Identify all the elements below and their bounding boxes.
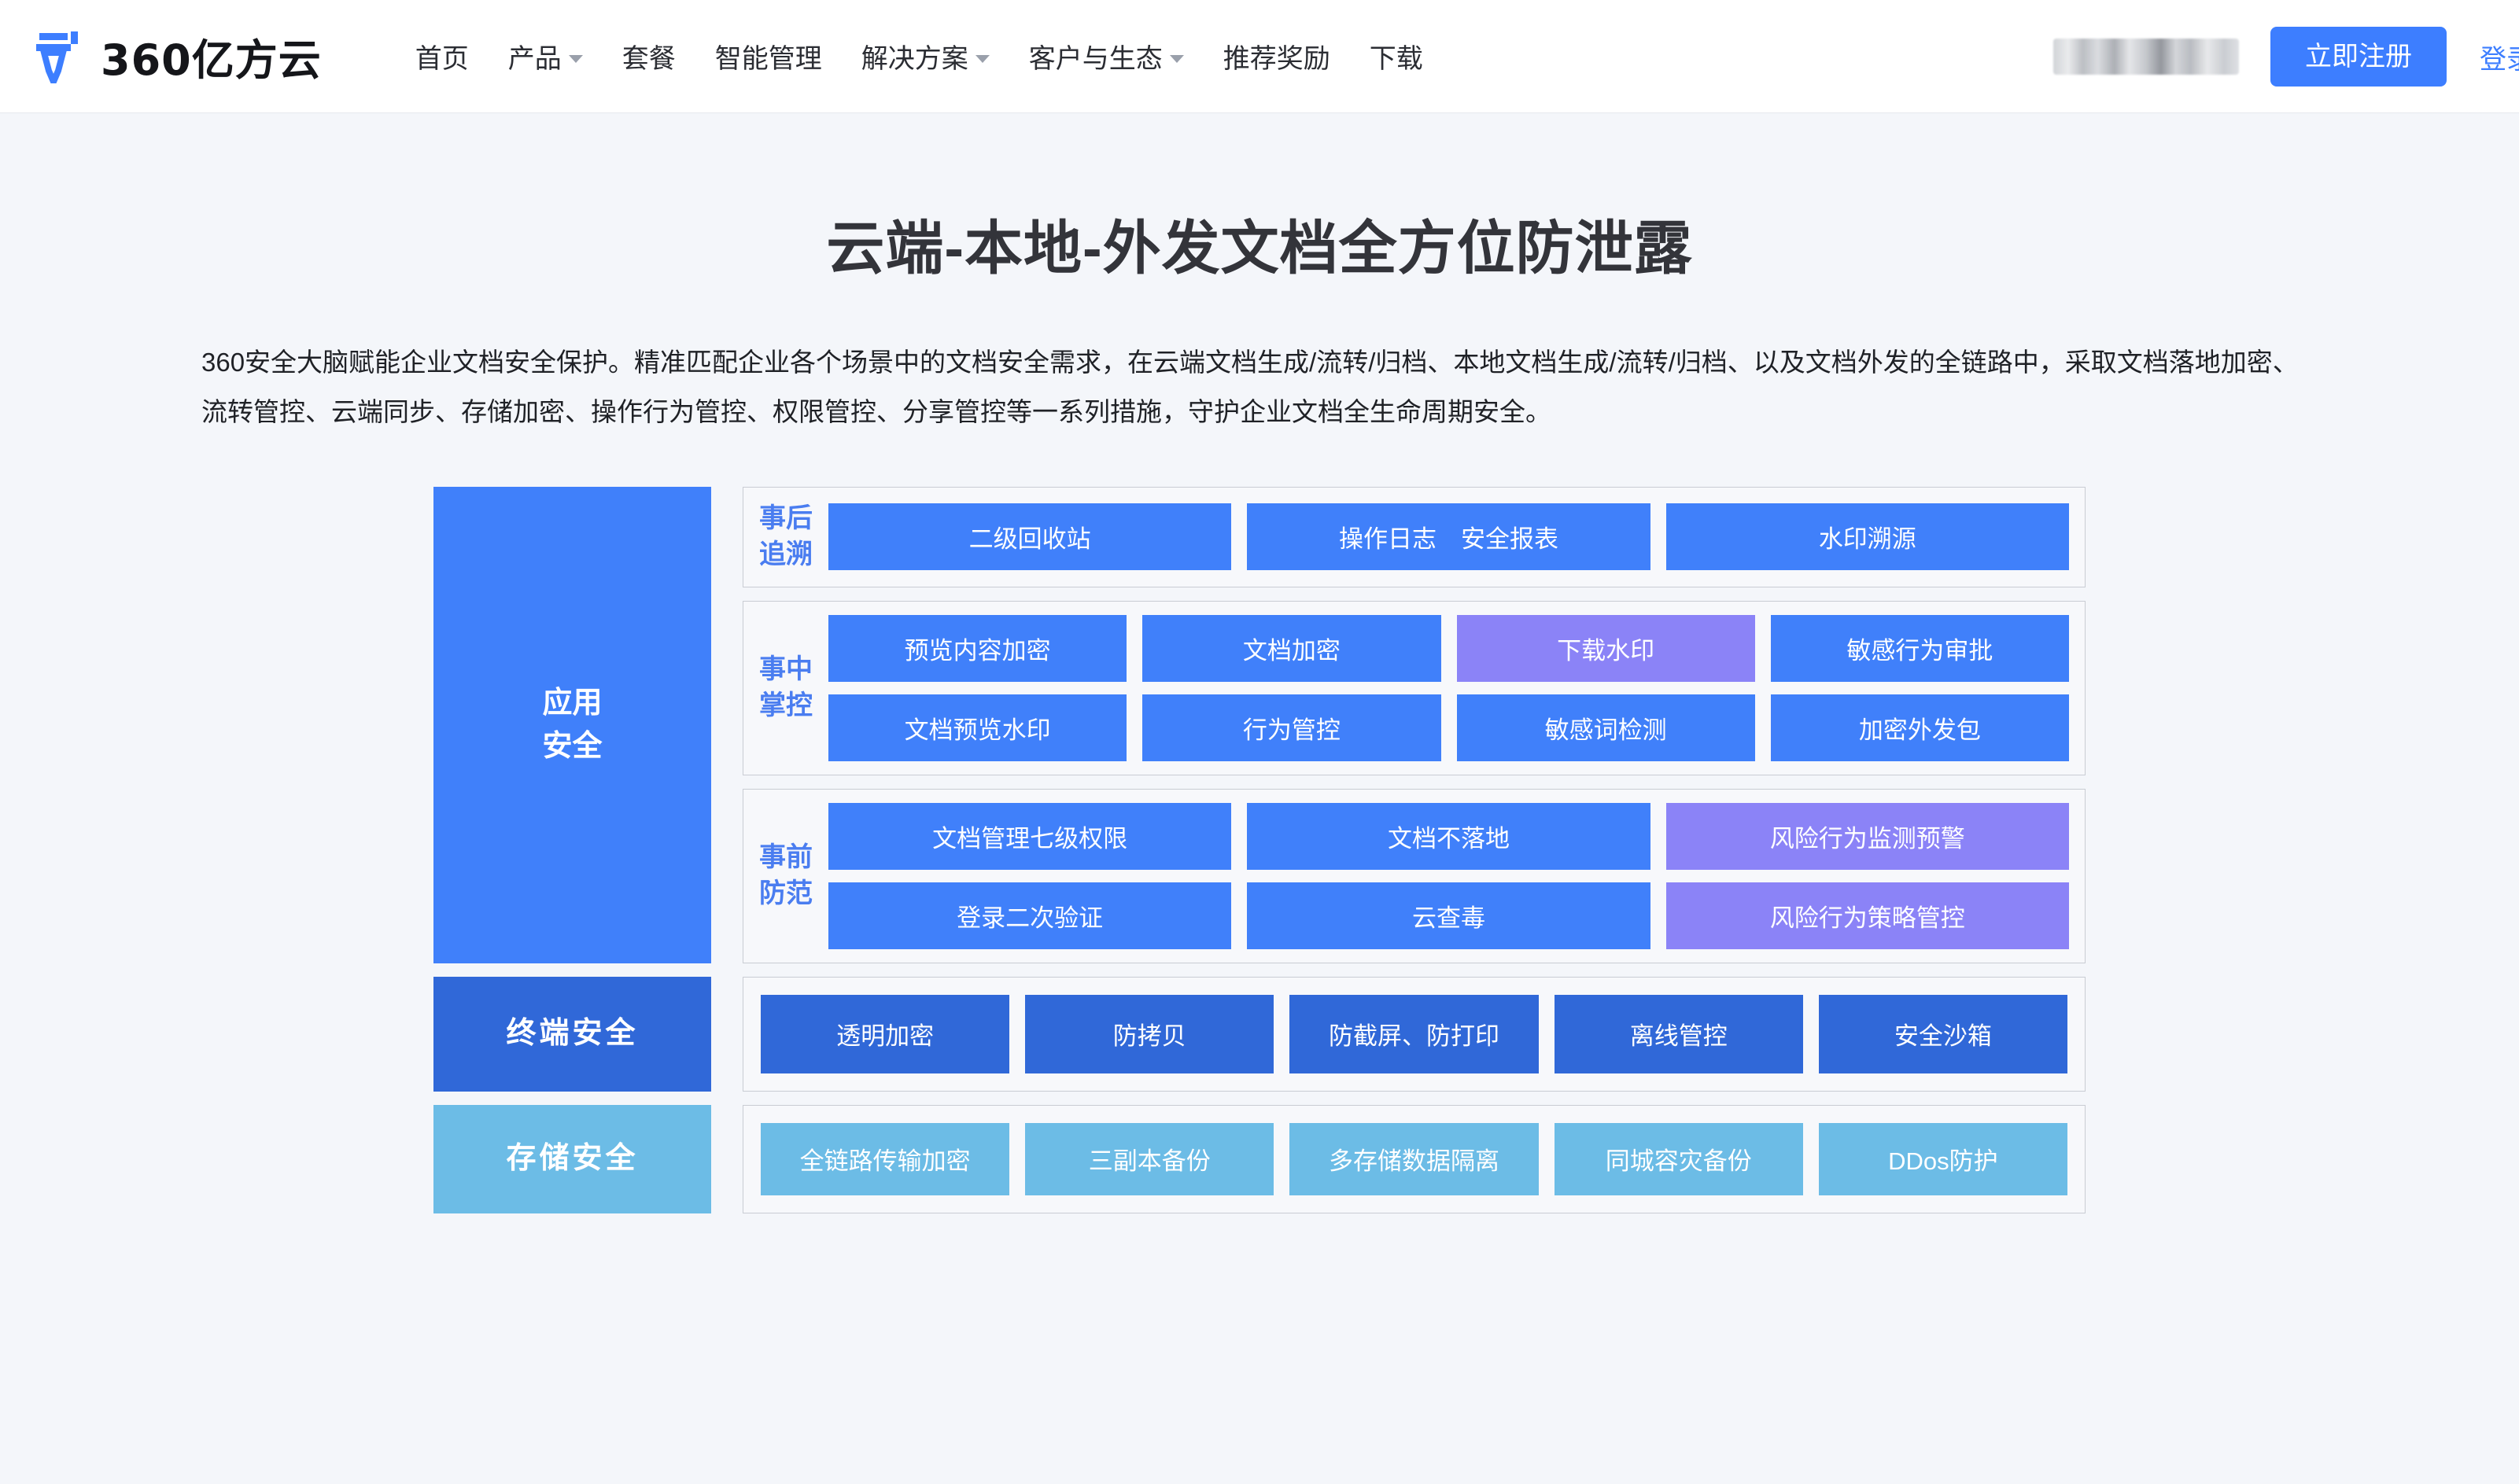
- nav-item-packages[interactable]: 套餐: [603, 0, 695, 113]
- feature-cell[interactable]: 预览内容加密: [828, 614, 1127, 682]
- login-link[interactable]: 登录: [2480, 44, 2519, 75]
- layer-terminal-security: 终端安全 透明加密 防拷贝 防截屏、防打印 离线管控 安全沙箱: [433, 976, 2086, 1092]
- panel-pre-incident-prevention: 事前 防范 文档管理七级权限 文档不落地 风险行为监测预警 登录二次验证 云查毒…: [743, 788, 2086, 963]
- layer-body-storage-security: 全链路传输加密 三副本备份 多存储数据隔离 同城容灾备份 DDos防护: [743, 1104, 2086, 1213]
- feature-cell[interactable]: 风险行为监测预警: [1665, 802, 2069, 870]
- layer-storage-security: 存储安全 全链路传输加密 三副本备份 多存储数据隔离 同城容灾备份 DDos防护: [433, 1104, 2086, 1213]
- panel-row: 透明加密 防拷贝 防截屏、防打印 离线管控 安全沙箱: [761, 994, 2068, 1073]
- layer-label-line2: 安全: [542, 729, 603, 763]
- feature-cell[interactable]: 全链路传输加密: [761, 1122, 1010, 1195]
- panel-tag-line2: 掌控: [759, 690, 813, 720]
- brand-name: 360亿方云: [101, 35, 322, 85]
- feature-cell[interactable]: 防拷贝: [1025, 994, 1274, 1073]
- nav-item-customers-ecosystem[interactable]: 客户与生态: [1009, 0, 1204, 113]
- brand-logo[interactable]: 360亿方云: [35, 25, 322, 87]
- feature-cell[interactable]: 敏感词检测: [1456, 694, 1755, 761]
- panel-storage-security-items: 全链路传输加密 三副本备份 多存储数据隔离 同城容灾备份 DDos防护: [743, 1104, 2086, 1213]
- feature-cell[interactable]: 加密外发包: [1770, 694, 2069, 761]
- layer-body-application-security: 事后 追溯 二级回收站 操作日志 安全报表 水印溯源 事中 掌控: [743, 487, 2086, 963]
- feature-cell[interactable]: 文档不落地: [1247, 802, 1650, 870]
- feature-cell[interactable]: 二级回收站: [828, 503, 1232, 571]
- layer-body-terminal-security: 透明加密 防拷贝 防截屏、防打印 离线管控 安全沙箱: [743, 976, 2086, 1092]
- layer-label-application-security: 应用 安全: [433, 487, 711, 963]
- nav-item-home[interactable]: 首页: [396, 0, 489, 113]
- register-button[interactable]: 立即注册: [2270, 27, 2447, 87]
- feature-cell[interactable]: 安全沙箱: [1818, 994, 2068, 1073]
- nav-item-solutions[interactable]: 解决方案: [842, 0, 1009, 113]
- nav-item-products[interactable]: 产品: [489, 0, 603, 113]
- panel-grid-post-incident: 二级回收站 操作日志 安全报表 水印溯源: [828, 503, 2069, 571]
- nav-item-label: 客户与生态: [1028, 44, 1163, 74]
- layer-label-line1: 应用: [542, 686, 603, 720]
- panel-row: 文档预览水印 行为管控 敏感词检测 加密外发包: [828, 694, 2069, 761]
- feature-cell[interactable]: 透明加密: [761, 994, 1010, 1073]
- feature-cell[interactable]: 风险行为策略管控: [1665, 882, 2069, 949]
- panel-tag-in-incident: 事中 掌控: [759, 652, 816, 724]
- feature-cell[interactable]: 敏感行为审批: [1770, 614, 2069, 682]
- feature-cell[interactable]: 防截屏、防打印: [1289, 994, 1539, 1073]
- feature-cell[interactable]: 文档预览水印: [828, 694, 1127, 761]
- feature-cell[interactable]: 登录二次验证: [828, 882, 1232, 949]
- feature-cell[interactable]: 行为管控: [1142, 694, 1441, 761]
- panel-row: 二级回收站 操作日志 安全报表 水印溯源: [828, 503, 2069, 571]
- panel-tag-post-incident: 事后 追溯: [759, 501, 816, 573]
- panel-tag-line2: 追溯: [759, 539, 813, 569]
- nav-item-referral-rewards[interactable]: 推荐奖励: [1204, 0, 1350, 113]
- layer-label-storage-security: 存储安全: [433, 1104, 711, 1213]
- panel-in-incident-control: 事中 掌控 预览内容加密 文档加密 下载水印 敏感行为审批 文档预览水印 行为管…: [743, 600, 2086, 775]
- nav-item-label: 推荐奖励: [1223, 44, 1330, 74]
- nav-links: 首页 产品 套餐 智能管理 解决方案 客户与生态 推荐奖励 下载: [396, 0, 1443, 113]
- chevron-down-icon: [1169, 54, 1184, 63]
- nav-actions: 立即注册 登录: [2053, 0, 2519, 113]
- nav-item-download[interactable]: 下载: [1350, 0, 1443, 113]
- panel-grid-pre-incident: 文档管理七级权限 文档不落地 风险行为监测预警 登录二次验证 云查毒 风险行为策…: [828, 802, 2069, 949]
- panel-tag-line1: 事前: [759, 841, 813, 872]
- nav-item-label: 解决方案: [861, 44, 968, 74]
- yifangyun-pen-logo-icon: [35, 30, 83, 83]
- feature-cell[interactable]: 文档加密: [1142, 614, 1441, 682]
- panel-row: 全链路传输加密 三副本备份 多存储数据隔离 同城容灾备份 DDos防护: [761, 1122, 2068, 1195]
- feature-cell[interactable]: DDos防护: [1818, 1122, 2068, 1195]
- feature-cell[interactable]: 多存储数据隔离: [1289, 1122, 1539, 1195]
- panel-row: 登录二次验证 云查毒 风险行为策略管控: [828, 882, 2069, 949]
- feature-cell[interactable]: 下载水印: [1456, 614, 1755, 682]
- layer-application-security: 应用 安全 事后 追溯 二级回收站 操作日志 安全报表 水印溯源: [433, 487, 2086, 963]
- page-description: 360安全大脑赋能企业文档安全保护。精准匹配企业各个场景中的文档安全需求，在云端…: [201, 348, 2299, 426]
- feature-cell[interactable]: 水印溯源: [1665, 503, 2069, 571]
- nav-item-label: 产品: [507, 44, 562, 74]
- feature-cell[interactable]: 三副本备份: [1025, 1122, 1274, 1195]
- nav-item-label: 首页: [415, 44, 469, 74]
- page-title: 云端-本地-外发文档全方位防泄露: [826, 215, 1693, 281]
- panel-tag-line2: 防范: [759, 878, 813, 908]
- feature-cell[interactable]: 离线管控: [1554, 994, 1803, 1073]
- feature-cell[interactable]: 云查毒: [1247, 882, 1650, 949]
- chevron-down-icon: [975, 54, 990, 63]
- hero-section: 云端-本地-外发文档全方位防泄露 360安全大脑赋能企业文档安全保护。精准匹配企…: [0, 201, 2519, 436]
- panel-row: 文档管理七级权限 文档不落地 风险行为监测预警: [828, 802, 2069, 870]
- panel-tag-pre-incident: 事前 防范: [759, 840, 816, 912]
- panel-tag-line1: 事中: [759, 654, 813, 684]
- nav-item-label: 下载: [1369, 44, 1423, 74]
- feature-cell[interactable]: 文档管理七级权限: [828, 802, 1232, 870]
- top-navigation-bar: 360亿方云 首页 产品 套餐 智能管理 解决方案 客户与生态 推荐奖励 下载: [0, 0, 2519, 113]
- nav-item-label: 套餐: [621, 44, 676, 74]
- redacted-user-info: [2053, 39, 2239, 75]
- panel-tag-line1: 事后: [759, 503, 813, 533]
- panel-row: 预览内容加密 文档加密 下载水印 敏感行为审批: [828, 614, 2069, 682]
- chevron-down-icon: [568, 54, 583, 63]
- feature-cell[interactable]: 操作日志 安全报表: [1247, 503, 1650, 571]
- panel-terminal-security-items: 透明加密 防拷贝 防截屏、防打印 离线管控 安全沙箱: [743, 976, 2086, 1092]
- layer-label-terminal-security: 终端安全: [433, 976, 711, 1092]
- panel-post-incident-traceability: 事后 追溯 二级回收站 操作日志 安全报表 水印溯源: [743, 487, 2086, 587]
- security-architecture-diagram: 应用 安全 事后 追溯 二级回收站 操作日志 安全报表 水印溯源: [433, 487, 2086, 1213]
- panel-grid-in-incident: 预览内容加密 文档加密 下载水印 敏感行为审批 文档预览水印 行为管控 敏感词检…: [828, 614, 2069, 761]
- nav-item-label: 智能管理: [714, 44, 822, 74]
- feature-cell[interactable]: 同城容灾备份: [1554, 1122, 1803, 1195]
- nav-item-smart-management[interactable]: 智能管理: [695, 0, 842, 113]
